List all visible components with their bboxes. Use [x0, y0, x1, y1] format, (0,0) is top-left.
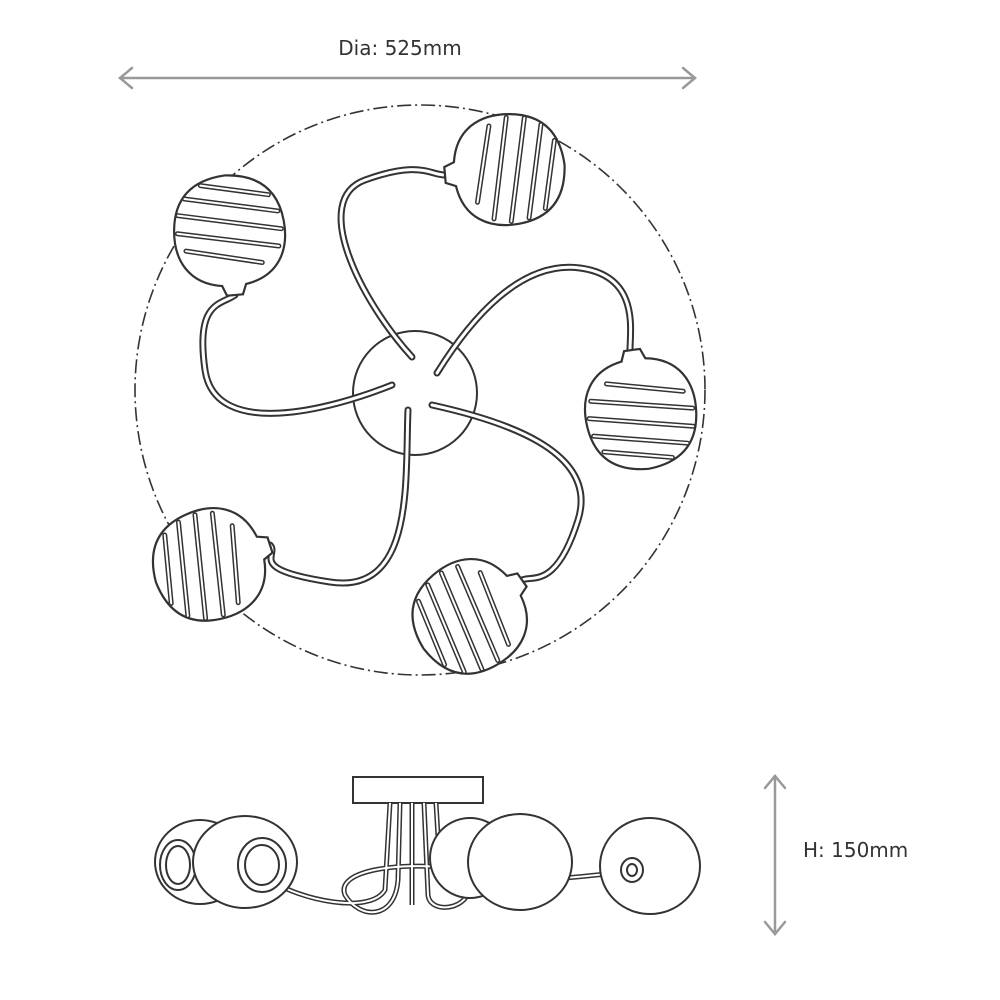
arms-top-view [199, 166, 635, 587]
height-label: H: 150mm [803, 838, 909, 862]
height-arrow [763, 774, 787, 936]
diameter-arrow [118, 66, 697, 90]
shade-top [440, 109, 569, 230]
diameter-label: Dia: 525mm [338, 36, 462, 60]
shade-top-left [169, 171, 290, 300]
diameter-circle [134, 104, 706, 676]
shade-right [577, 342, 703, 476]
shade-bottom [392, 535, 554, 695]
side-view [154, 776, 701, 915]
shade-bottom-left [139, 492, 287, 634]
